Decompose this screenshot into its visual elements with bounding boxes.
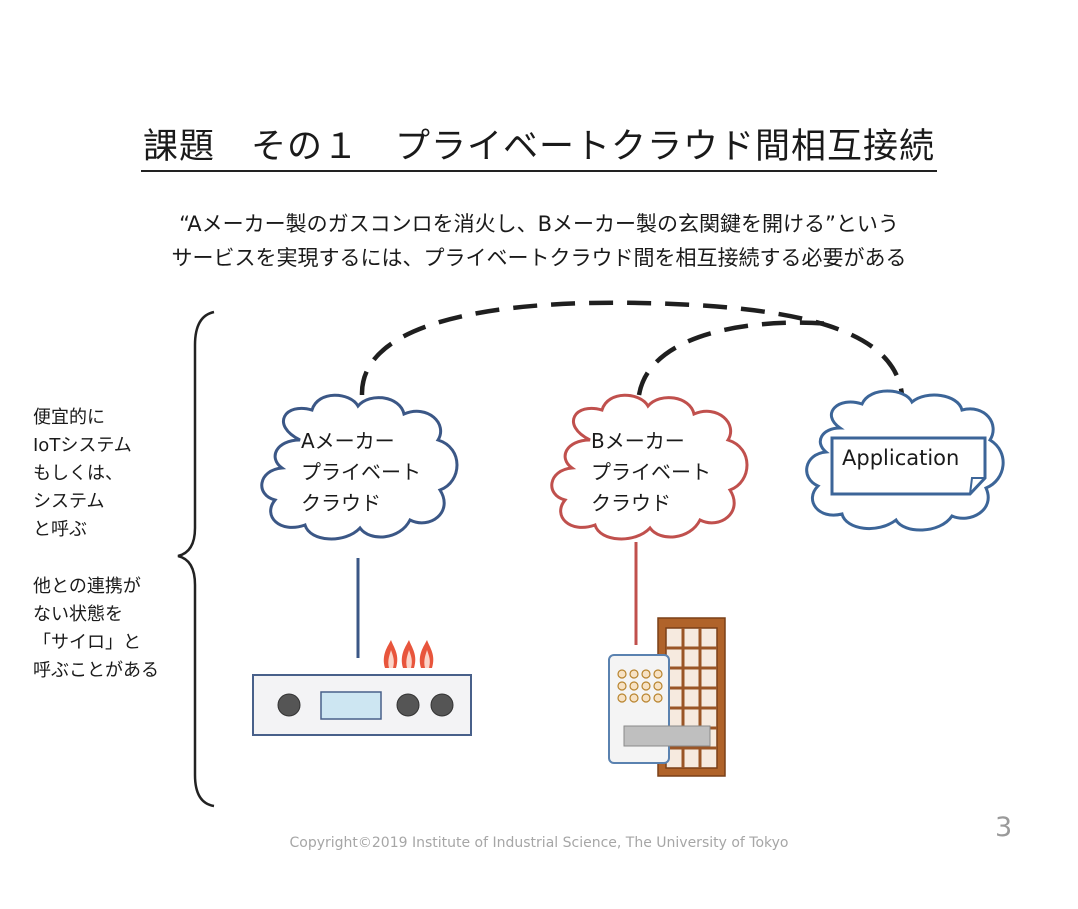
side-note-line: と呼ぶ: [33, 519, 87, 540]
cloud-a-label: Aメーカー プライベート クラウド: [301, 426, 421, 519]
side-note-line: 「サイロ」と: [33, 632, 141, 653]
slide-title: 課題 その１ プライベートクラウド間相互接続: [0, 118, 1078, 172]
description-line-1: “Aメーカー製のガスコンロを消火し、Bメーカー製の玄関鍵を開ける”という: [179, 212, 899, 236]
cloud-a-line: プライベート: [301, 460, 421, 484]
cloud-b-line: プライベート: [591, 460, 711, 484]
door-lock-icon: [608, 617, 726, 777]
cloud-a-line: Aメーカー: [301, 429, 395, 453]
page-number: 3: [995, 812, 1013, 843]
description-line-2: サービスを実現するには、プライベートクラウド間を相互接続する必要がある: [171, 246, 907, 270]
side-note-line: もしくは、: [33, 463, 123, 484]
side-note-block-2: 他との連携が ない状態を 「サイロ」と 呼ぶことがある: [33, 573, 159, 685]
side-note-line: 他との連携が: [33, 576, 141, 597]
side-note-line: システム: [33, 491, 105, 512]
gas-stove-icon: [252, 640, 472, 736]
cloud-b-label: Bメーカー プライベート クラウド: [591, 426, 711, 519]
left-brace: [177, 310, 215, 808]
cloud-b-line: Bメーカー: [591, 429, 685, 453]
cloud-b-line: クラウド: [591, 491, 671, 515]
side-note-line: 呼ぶことがある: [33, 660, 159, 681]
cloud-a-line: クラウド: [301, 491, 381, 515]
side-note-block-1: 便宜的に IoTシステム もしくは、 システム と呼ぶ: [33, 404, 132, 544]
copyright-footer: Copyright©2019 Institute of Industrial S…: [289, 835, 789, 851]
dashed-link-b-to-app: [636, 320, 831, 396]
cloud-b-shape: [550, 393, 749, 541]
side-note-line: ない状態を: [33, 604, 123, 625]
cloud-a-shape: [260, 393, 459, 541]
side-note-line: 便宜的に: [33, 407, 105, 428]
side-note-line: IoTシステム: [33, 435, 132, 456]
app-label-box: [830, 436, 987, 496]
dashed-link-a-to-app: [359, 300, 905, 396]
application-label: Application: [842, 446, 960, 470]
